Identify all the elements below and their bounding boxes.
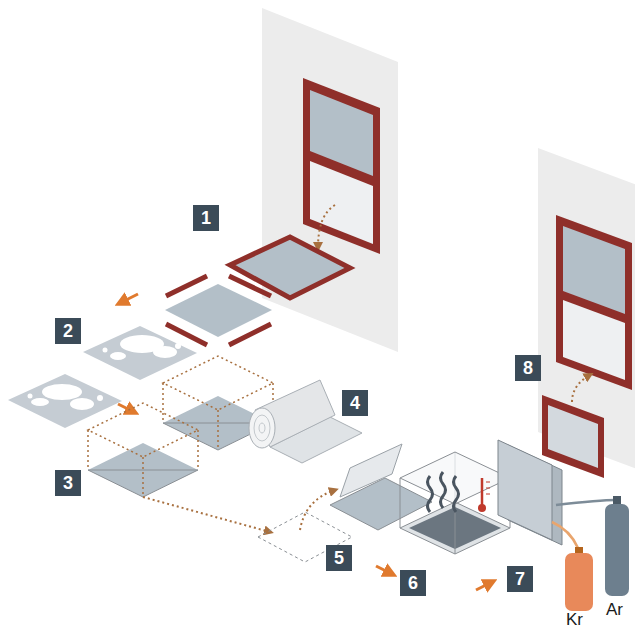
callout-number: 3 [55, 470, 81, 496]
path-line [143, 497, 270, 532]
stripped-pane [229, 276, 271, 296]
dirty-pane [28, 394, 33, 399]
gas-tank [605, 504, 629, 596]
step-arrow [476, 582, 492, 590]
step-arrow [120, 294, 138, 303]
clean-box [88, 443, 198, 497]
clean-box [88, 403, 198, 457]
clean-box [217, 410, 219, 450]
dirty-pane [103, 348, 108, 353]
move-arrow [572, 375, 590, 402]
step-arrow [120, 294, 138, 303]
film-roll [254, 415, 270, 441]
gas-label: Kr [566, 611, 583, 628]
step-arrow [376, 566, 392, 574]
wall [262, 8, 398, 352]
oven [486, 482, 490, 483]
oven [441, 472, 446, 508]
callout-number: 8 [515, 355, 541, 381]
step-arrow [376, 566, 392, 574]
window [303, 78, 380, 254]
oven [400, 452, 510, 554]
new-pane [542, 395, 604, 478]
move-arrow [572, 375, 590, 402]
dirty-pane [8, 374, 122, 428]
clean-box [88, 356, 273, 497]
callout-number: 1 [193, 205, 219, 231]
window [556, 215, 632, 390]
callout-number: 2 [55, 318, 81, 344]
callout-number: 7 [507, 566, 533, 592]
callout-number: 4 [350, 394, 360, 412]
dirty-pane [153, 346, 177, 358]
gas-label: Ar [605, 600, 624, 619]
dirty-pane [42, 384, 82, 400]
removed-pane [230, 237, 350, 298]
oven [454, 476, 459, 512]
oven [400, 478, 401, 528]
dirty-pane [31, 398, 49, 406]
callout-number: 5 [334, 549, 344, 567]
gas-tank [565, 553, 593, 611]
move-arrow [318, 205, 335, 248]
new-pane [542, 395, 604, 478]
stripped-pane [229, 324, 271, 345]
gas-label: Ar [606, 601, 623, 618]
dirty-pane [8, 326, 197, 428]
dirty-pane [97, 395, 103, 401]
clean-box [197, 430, 199, 470]
window [310, 90, 373, 176]
window [563, 226, 625, 314]
clean-box [142, 457, 144, 497]
clean-box [88, 470, 198, 497]
oven [481, 478, 484, 505]
step-arrow [476, 582, 492, 590]
callout-number: 7 [515, 570, 525, 588]
callout-number: 8 [523, 359, 533, 377]
oven [428, 476, 433, 512]
gas-label: Kr [565, 610, 584, 629]
dirty-pane [175, 343, 181, 349]
wall [538, 148, 635, 470]
callout-number: 1 [201, 209, 211, 227]
stripped-pane [165, 276, 272, 345]
dirty-pane [70, 398, 94, 410]
new-pane [548, 405, 598, 468]
film-pane [340, 444, 402, 497]
clean-box [162, 383, 164, 423]
oven [486, 488, 490, 489]
path-line [143, 497, 270, 532]
oven [486, 494, 490, 495]
wall [538, 148, 635, 470]
gas-tank [565, 496, 629, 611]
gas-hose [552, 522, 578, 548]
step-arrow [118, 404, 134, 412]
stripped-pane [166, 276, 207, 296]
clean-box [163, 356, 273, 410]
callout-number: 6 [400, 570, 426, 596]
dirty-pane [83, 326, 197, 380]
gas-hose [556, 500, 616, 505]
window [303, 78, 380, 254]
callout-number: 3 [63, 474, 73, 492]
window [556, 215, 632, 390]
step-arrow [118, 404, 134, 412]
callout-number: 4 [342, 390, 368, 416]
dirty-pane [110, 352, 126, 360]
wall [262, 8, 398, 352]
film-roll [249, 408, 275, 448]
callout-number: 5 [326, 545, 352, 571]
film-pane [300, 490, 335, 530]
oven [478, 504, 486, 512]
clean-box [87, 430, 89, 470]
window [563, 300, 625, 380]
callout-number: 6 [408, 574, 418, 592]
callout-number: 2 [63, 322, 73, 340]
move-arrow [318, 205, 335, 248]
film-roll [259, 423, 265, 433]
removed-pane [230, 237, 350, 298]
